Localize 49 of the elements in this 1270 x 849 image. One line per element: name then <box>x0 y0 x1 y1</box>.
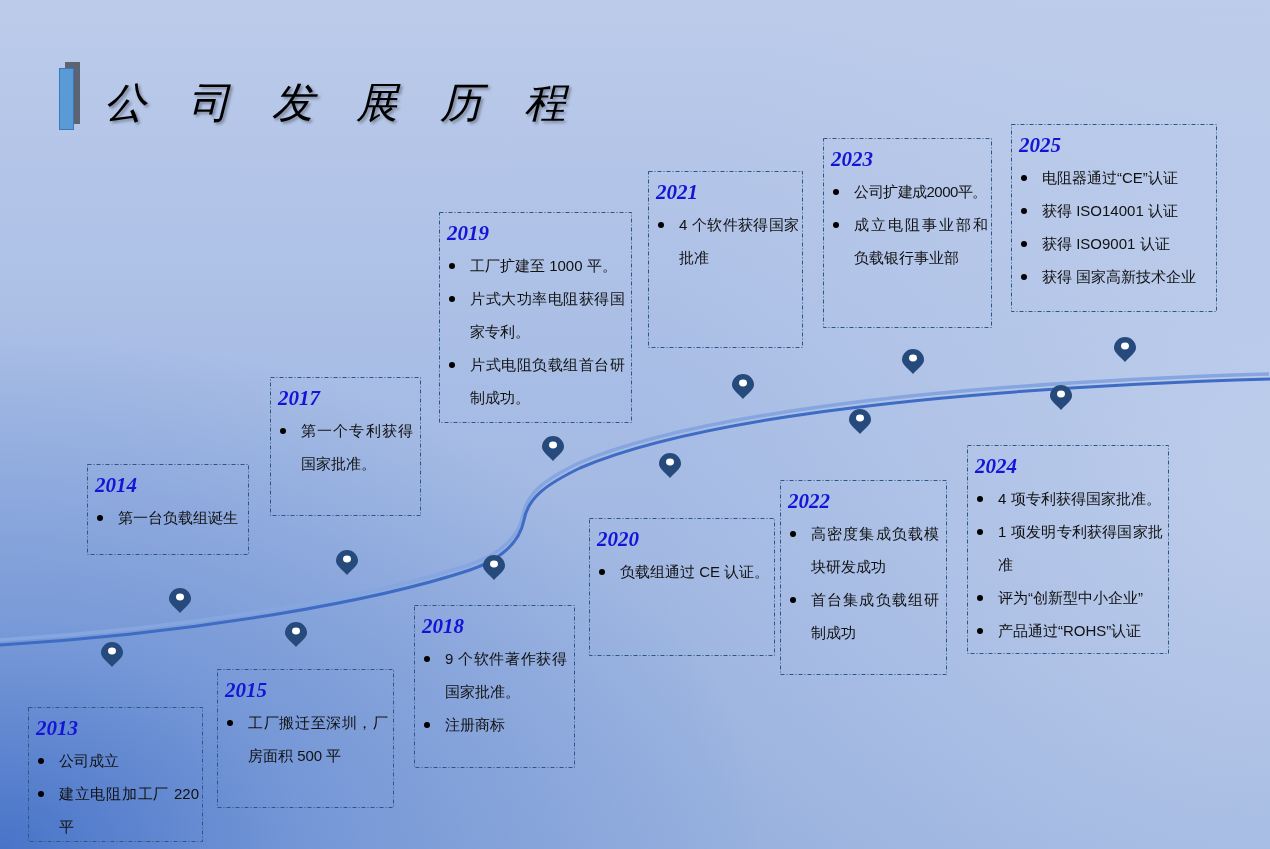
milestone-text: 第一个专利获得国家批准。 <box>301 421 413 474</box>
year-heading: 2017 <box>278 385 320 411</box>
year-heading: 2021 <box>656 179 698 205</box>
milestone-text: 建立电阻加工厂 220 平 <box>59 784 199 837</box>
milestone-box <box>87 464 249 555</box>
milestone-box <box>439 212 632 423</box>
milestone-box <box>823 138 992 328</box>
milestone-text: 1 项发明专利获得国家批准 <box>998 522 1163 575</box>
year-heading: 2019 <box>447 220 489 246</box>
year-heading: 2024 <box>975 453 1017 479</box>
milestone-text: 负载组通过 CE 认证。 <box>620 562 770 582</box>
year-heading: 2022 <box>788 488 830 514</box>
year-heading: 2013 <box>36 715 78 741</box>
milestone-text: 片式大功率电阻获得国家专利。 <box>470 289 625 342</box>
milestone-text: 4 个软件获得国家批准 <box>679 215 799 268</box>
milestone-box <box>414 605 575 768</box>
milestone-text: 第一台负载组诞生 <box>118 508 238 528</box>
milestone-box <box>1011 124 1217 312</box>
milestone-box <box>28 707 203 842</box>
milestone-box <box>780 480 947 675</box>
milestone-text: 9 个软件著作获得国家批准。 <box>445 649 567 702</box>
milestone-box <box>648 171 803 348</box>
milestone-text: 产品通过“ROHS”认证 <box>998 621 1142 641</box>
milestone-box <box>589 518 775 656</box>
milestone-text: 工厂搬迁至深圳，厂房面积 500 平 <box>248 713 388 766</box>
milestone-text: 评为“创新型中小企业” <box>998 588 1143 608</box>
milestone-text: 片式电阻负载组首台研制成功。 <box>470 355 625 408</box>
milestone-text: 获得 ISO14001 认证 <box>1042 201 1178 221</box>
milestone-box <box>270 377 421 516</box>
page-title: 公司发展历程 <box>104 80 576 126</box>
milestone-box <box>967 445 1169 654</box>
milestone-text: 公司扩建成2000平。 <box>854 182 987 202</box>
year-heading: 2014 <box>95 472 137 498</box>
year-heading: 2020 <box>597 526 639 552</box>
milestone-text: 工厂扩建至 1000 平。 <box>470 256 617 276</box>
milestone-text: 注册商标 <box>445 715 505 735</box>
year-heading: 2025 <box>1019 132 1061 158</box>
year-heading: 2023 <box>831 146 873 172</box>
year-heading: 2015 <box>225 677 267 703</box>
milestone-text: 公司成立 <box>59 751 119 771</box>
milestone-box <box>217 669 394 808</box>
milestone-text: 获得 国家高新技术企业 <box>1042 267 1197 287</box>
year-heading: 2018 <box>422 613 464 639</box>
milestone-text: 获得 ISO9001 认证 <box>1042 234 1170 254</box>
milestone-text: 电阻器通过“CE”认证 <box>1042 168 1178 188</box>
milestone-text: 成立电阻事业部和负载银行事业部 <box>854 215 988 268</box>
milestone-text: 首台集成负载组研制成功 <box>811 590 939 643</box>
milestone-text: 高密度集成负载模块研发成功 <box>811 524 939 577</box>
milestone-text: 4 项专利获得国家批准。 <box>998 489 1161 509</box>
